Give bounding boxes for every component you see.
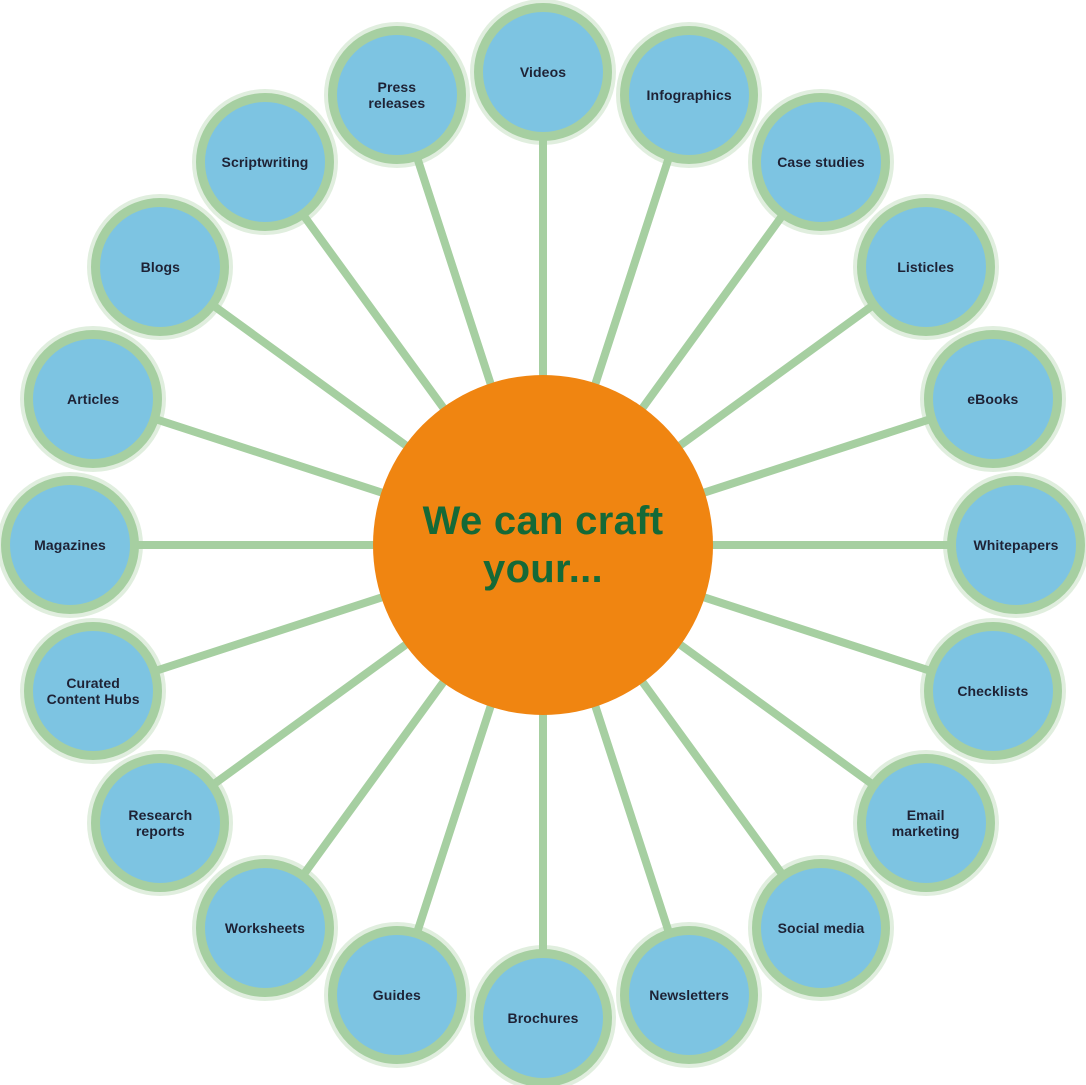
node-label-blogs: Blogs xyxy=(140,258,181,275)
node-label-scriptwriting: Scriptwriting xyxy=(221,154,309,171)
node-curated-content-hubs: Curated Content Hubs xyxy=(24,622,163,761)
node-blogs: Blogs xyxy=(91,197,230,336)
node-infographics: Infographics xyxy=(620,26,759,165)
node-press-releases: Press releases xyxy=(327,26,466,165)
node-listicles: Listicles xyxy=(856,197,995,336)
node-label-infographics: Infographics xyxy=(646,87,732,104)
node-label-press-releases: Press releases xyxy=(368,79,426,112)
node-newsletters: Newsletters xyxy=(620,925,759,1064)
node-checklists: Checklists xyxy=(923,622,1062,761)
node-label-ebooks: eBooks xyxy=(967,390,1019,407)
node-magazines: Magazines xyxy=(1,476,139,614)
node-label-guides: Guides xyxy=(372,986,421,1003)
node-articles: Articles xyxy=(24,329,163,468)
node-scriptwriting: Scriptwriting xyxy=(195,93,334,232)
node-label-articles: Articles xyxy=(67,390,120,407)
node-case-studies: Case studies xyxy=(752,93,891,232)
node-label-newsletters: Newsletters xyxy=(649,986,729,1003)
spoke-whitepapers xyxy=(543,541,1016,549)
node-label-whitepapers: Whitepapers xyxy=(973,536,1059,553)
center-circle: We can craft your... xyxy=(373,375,713,715)
node-label-magazines: Magazines xyxy=(34,536,106,553)
node-label-curated-content-hubs: Curated Content Hubs xyxy=(46,675,140,708)
node-social-media: Social media xyxy=(752,858,891,997)
node-label-case-studies: Case studies xyxy=(777,154,865,171)
center-label: We can craft your... xyxy=(422,499,664,591)
node-label-videos: Videos xyxy=(519,63,567,80)
node-label-email-marketing: Email marketing xyxy=(891,806,960,840)
node-worksheets: Worksheets xyxy=(195,858,334,997)
node-research-reports: Research reports xyxy=(91,754,230,893)
node-label-research-reports: Research reports xyxy=(128,806,193,840)
node-label-worksheets: Worksheets xyxy=(224,919,306,936)
node-videos: Videos xyxy=(474,3,612,141)
node-brochures: Brochures xyxy=(474,949,612,1085)
node-guides: Guides xyxy=(327,925,466,1064)
node-label-checklists: Checklists xyxy=(957,683,1029,700)
node-email-marketing: Email marketing xyxy=(856,754,995,893)
node-whitepapers: Whitepapers xyxy=(947,476,1085,614)
node-label-brochures: Brochures xyxy=(507,1009,579,1026)
node-ebooks: eBooks xyxy=(923,329,1062,468)
node-label-social-media: Social media xyxy=(777,919,865,936)
node-label-listicles: Listicles xyxy=(897,258,955,275)
